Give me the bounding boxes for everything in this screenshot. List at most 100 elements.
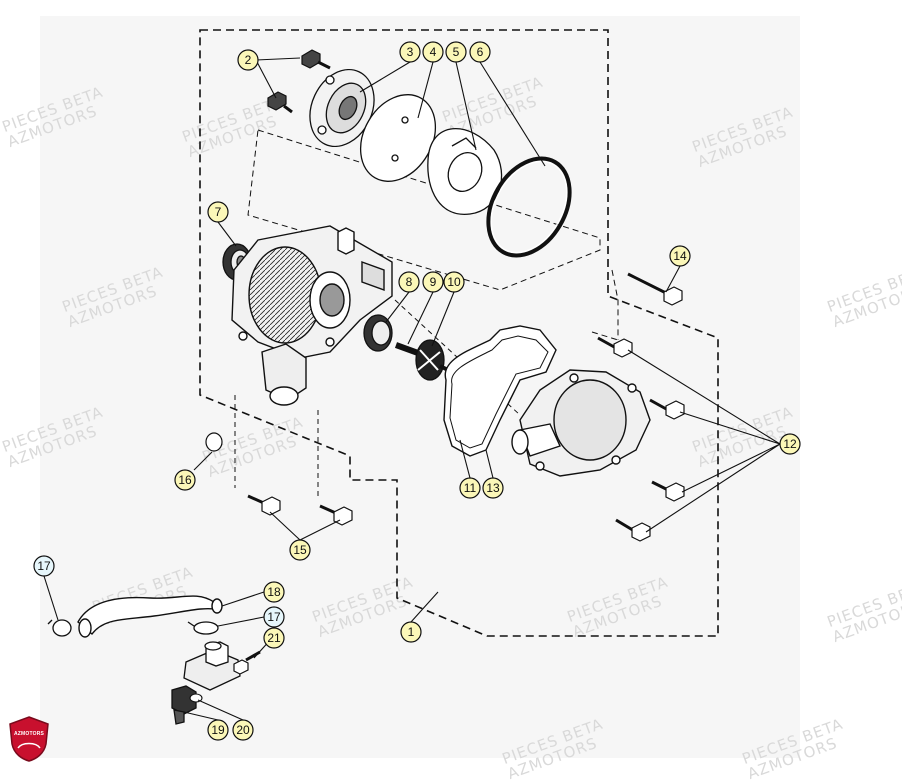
callout-label: 12 bbox=[783, 437, 797, 451]
outlet-fitting bbox=[183, 641, 241, 691]
gasket-part-11 bbox=[443, 325, 557, 457]
callout-label: 11 bbox=[464, 481, 477, 495]
gasket-inner-edge bbox=[449, 335, 549, 449]
bolt-part-12a bbox=[597, 336, 633, 358]
callout-20[interactable]: 20 bbox=[232, 719, 254, 741]
callout-7[interactable]: 7 bbox=[207, 201, 229, 223]
callout-circle bbox=[669, 245, 691, 267]
logo-text: AZMOTORS bbox=[13, 731, 45, 737]
bolt-part-12c bbox=[651, 480, 685, 502]
leader-lines bbox=[43, 57, 781, 721]
pump-housing bbox=[231, 225, 393, 406]
clamp-part-17a bbox=[47, 619, 72, 637]
sensor-part-19 bbox=[171, 685, 197, 725]
callout-circle bbox=[779, 433, 801, 455]
callout-circle bbox=[398, 271, 420, 293]
callout-circle bbox=[207, 201, 229, 223]
callout-6[interactable]: 6 bbox=[469, 41, 491, 63]
callout-label: 13 bbox=[486, 481, 500, 495]
callout-circle bbox=[399, 41, 421, 63]
callout-9[interactable]: 9 bbox=[422, 271, 444, 293]
bolt-14-guide bbox=[611, 269, 619, 340]
gasket-part-5 bbox=[427, 127, 503, 215]
callout-label: 19 bbox=[211, 723, 225, 737]
o-ring-highlight bbox=[490, 160, 568, 254]
callout-circle bbox=[400, 621, 422, 643]
callout-circle bbox=[469, 41, 491, 63]
callout-4[interactable]: 4 bbox=[422, 41, 444, 63]
pump-cover-part-3 bbox=[309, 68, 375, 148]
callout-label: 16 bbox=[178, 473, 192, 487]
callout-label: 14 bbox=[673, 249, 687, 263]
callout-14[interactable]: 14 bbox=[669, 245, 691, 267]
callout-16[interactable]: 16 bbox=[174, 469, 196, 491]
callout-18[interactable]: 18 bbox=[263, 581, 285, 603]
callout-circle bbox=[482, 477, 504, 499]
callout-12[interactable]: 12 bbox=[779, 433, 801, 455]
bolt-part-14 bbox=[627, 272, 683, 306]
callout-label: 15 bbox=[293, 543, 307, 557]
callout-circle bbox=[445, 41, 467, 63]
bolt-part-2a bbox=[301, 49, 331, 70]
callout-circle bbox=[263, 627, 285, 649]
callout-8[interactable]: 8 bbox=[398, 271, 420, 293]
bolt-part-12b bbox=[649, 398, 685, 420]
assembly-frame bbox=[199, 29, 719, 637]
callout-2[interactable]: 2 bbox=[237, 49, 259, 71]
shaft-part-9 bbox=[394, 342, 420, 356]
bolt-part-12d bbox=[615, 518, 651, 542]
callout-circle bbox=[263, 606, 285, 628]
azmotors-logo bbox=[9, 716, 49, 762]
callout-label: 20 bbox=[236, 723, 250, 737]
plate-part-4 bbox=[359, 94, 437, 182]
callout-circle bbox=[422, 41, 444, 63]
callout-13[interactable]: 13 bbox=[482, 477, 504, 499]
bolts-15-guide bbox=[234, 395, 319, 500]
callout-label: 17 bbox=[37, 559, 51, 573]
callout-label: 6 bbox=[477, 45, 484, 59]
bolt-part-2b bbox=[267, 91, 293, 114]
callout-circle bbox=[33, 555, 55, 577]
clamp-part-17b bbox=[187, 621, 219, 635]
callout-17[interactable]: 17 bbox=[33, 555, 55, 577]
callout-label: 17 bbox=[267, 610, 281, 624]
callout-1[interactable]: 1 bbox=[400, 621, 422, 643]
callout-label: 1 bbox=[408, 625, 415, 639]
callout-17[interactable]: 17 bbox=[263, 606, 285, 628]
callout-label: 21 bbox=[267, 631, 281, 645]
callout-label: 10 bbox=[447, 275, 461, 289]
callout-circle bbox=[443, 271, 465, 293]
callout-circle bbox=[459, 477, 481, 499]
callout-circle bbox=[263, 581, 285, 603]
callout-circle bbox=[232, 719, 254, 741]
bolt-part-15a bbox=[247, 494, 281, 516]
cover-alignment-lines bbox=[247, 129, 601, 291]
callout-label: 4 bbox=[430, 45, 437, 59]
callout-5[interactable]: 5 bbox=[445, 41, 467, 63]
callout-circle bbox=[207, 719, 229, 741]
hose-part-18 bbox=[77, 595, 223, 638]
callout-label: 8 bbox=[406, 275, 413, 289]
washer-part-16 bbox=[205, 432, 223, 452]
callout-circle bbox=[289, 539, 311, 561]
callout-label: 7 bbox=[215, 205, 222, 219]
callout-3[interactable]: 3 bbox=[399, 41, 421, 63]
callout-label: 2 bbox=[245, 53, 252, 67]
callout-10[interactable]: 10 bbox=[443, 271, 465, 293]
callout-circle bbox=[237, 49, 259, 71]
parts-diagram: PIECES BETA AZMOTORS PIECES BETA AZMOTOR… bbox=[0, 29, 902, 783]
pump-cover-body bbox=[511, 369, 651, 477]
callout-11[interactable]: 11 bbox=[459, 477, 481, 499]
callout-circle bbox=[174, 469, 196, 491]
callout-label: 18 bbox=[267, 585, 281, 599]
bearing-part-8 bbox=[363, 314, 393, 352]
callout-circle bbox=[422, 271, 444, 293]
callout-15[interactable]: 15 bbox=[289, 539, 311, 561]
o-ring-part-6 bbox=[486, 156, 572, 258]
callout-19[interactable]: 19 bbox=[207, 719, 229, 741]
callout-21[interactable]: 21 bbox=[263, 627, 285, 649]
callout-label: 3 bbox=[407, 45, 414, 59]
pump-alignment-line bbox=[591, 331, 619, 341]
